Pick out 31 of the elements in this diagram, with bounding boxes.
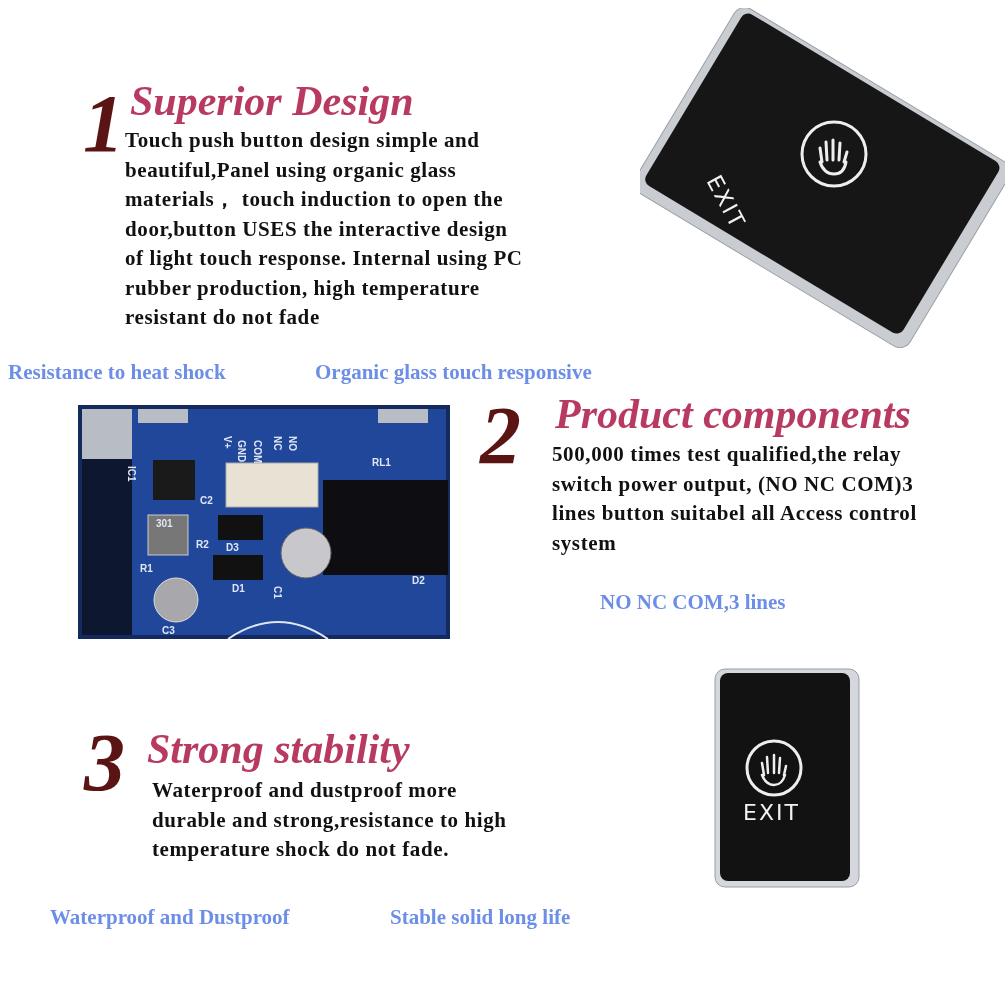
description-text: 500,000 times test qualified,the relay switch power output, (NO NC COM)3 lines button suitabel all Access control system: [552, 441, 918, 557]
section-heading: Strong stability: [147, 728, 410, 770]
section-number: 2: [480, 395, 521, 477]
silkscreen-label: D3: [226, 543, 239, 553]
feature-caption: Resistance to heat shock: [8, 360, 226, 385]
button-text: EXIT: [743, 802, 800, 824]
section-number: 1: [83, 83, 124, 165]
silkscreen-label: C2: [200, 496, 213, 506]
feature-caption: Stable solid long life: [390, 905, 571, 930]
silkscreen-label: NC: [272, 436, 282, 451]
feature-caption: Organic glass touch responsive: [315, 360, 592, 385]
silkscreen-label: D1: [232, 584, 245, 594]
feature-caption: Waterproof and Dustproof: [50, 905, 290, 930]
silkscreen-label: C1: [272, 586, 282, 599]
silkscreen-label: R1: [140, 564, 153, 574]
silkscreen-label: COM: [252, 440, 262, 464]
silkscreen-label: R2: [196, 540, 209, 550]
description-text: Waterproof and dustproof more durable and strong,resistance to high temperature shock do not fade.: [152, 777, 508, 863]
silkscreen-label: NO: [287, 436, 297, 451]
silkscreen-label: 301: [156, 519, 173, 529]
section-heading: Product components: [555, 393, 911, 435]
silkscreen-label: GND: [236, 440, 246, 463]
section-heading: Superior Design: [130, 80, 414, 122]
silkscreen-label: C3: [162, 626, 175, 636]
silkscreen-label: RL1: [372, 458, 391, 468]
section-number: 3: [84, 722, 125, 804]
description-text: Touch push button design simple and beautiful,Panel using organic glass materials， touch induction to open the door,button USES the interactive design of light touch response. Internal using PC rubber production, high temperature resistant do not fade: [125, 127, 524, 331]
feature-caption: NO NC COM,3 lines: [600, 590, 786, 615]
silkscreen-label: V+: [222, 436, 232, 449]
silkscreen-label: IC1: [126, 466, 136, 482]
silkscreen-label: D2: [412, 576, 425, 586]
